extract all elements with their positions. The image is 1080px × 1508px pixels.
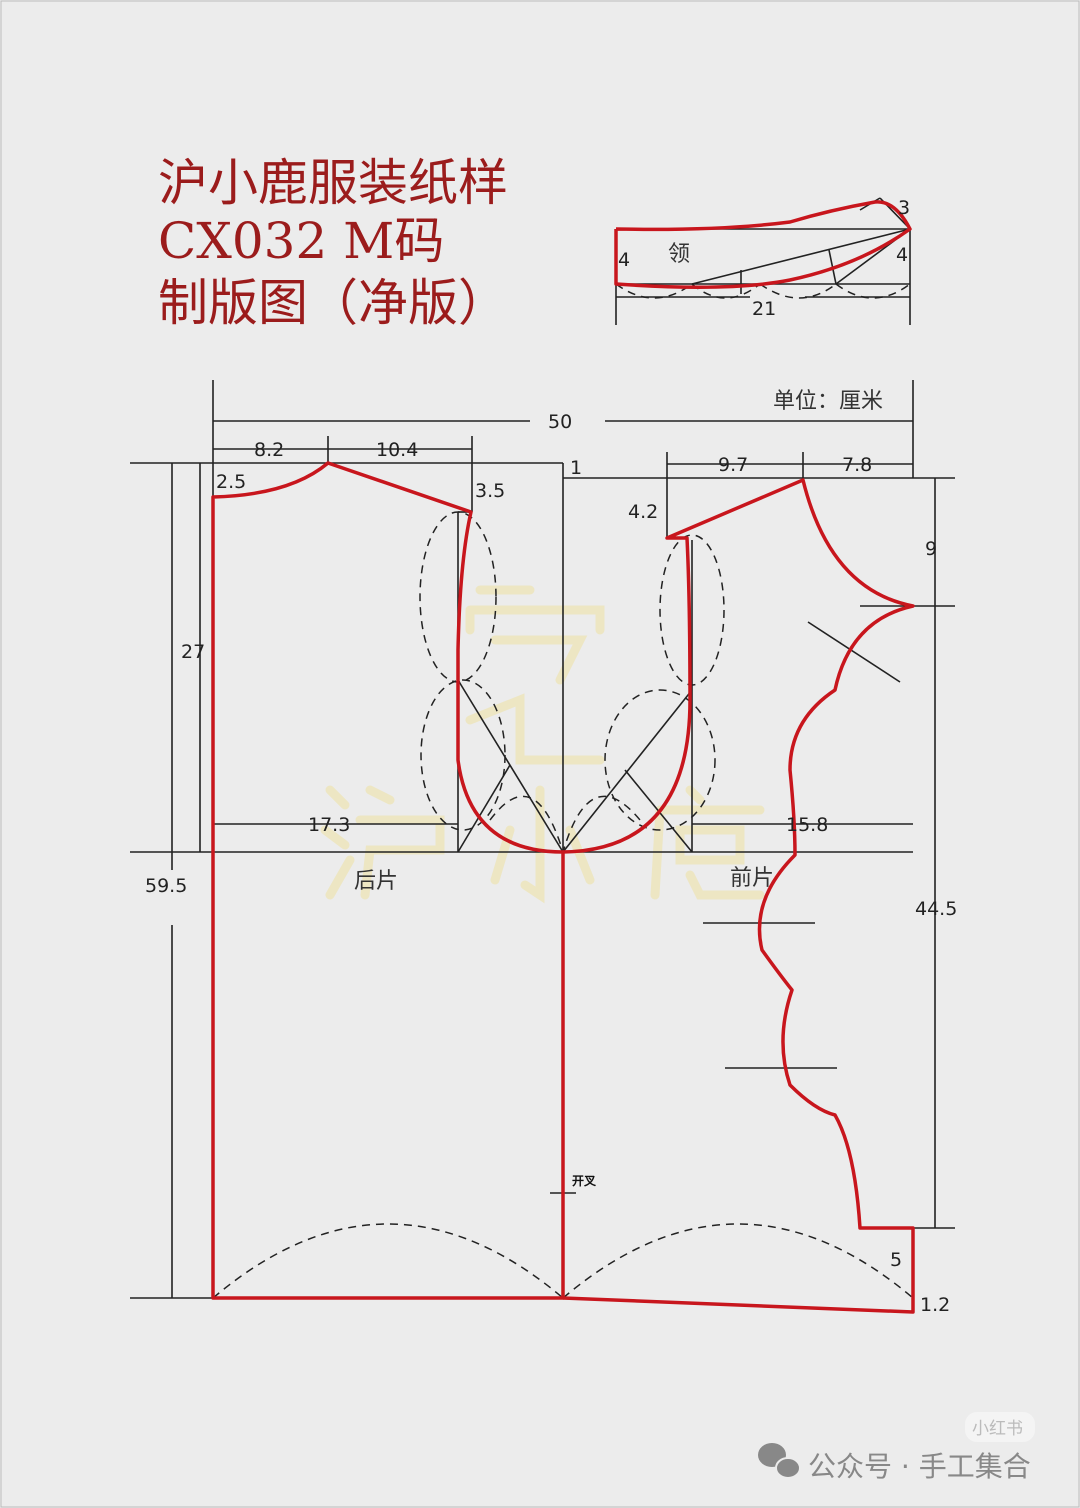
collar-tip: 3 xyxy=(898,197,910,219)
dim-back-shoulder: 10.4 xyxy=(376,439,418,461)
dim-front-neck-drop: 9 xyxy=(925,538,937,560)
dim-total-length: 59.5 xyxy=(145,875,187,897)
collar-piece: 4 领 4 3 21 xyxy=(614,197,912,325)
dim-front-neck-width: 7.8 xyxy=(842,454,872,476)
collar-right-height: 4 xyxy=(896,244,908,266)
front-piece-outline xyxy=(562,478,915,1314)
dim-front-neck-depth: 4.2 xyxy=(628,501,658,523)
dim-front-length: 44.5 xyxy=(915,898,957,920)
dim-back-neck-width: 8.2 xyxy=(254,439,284,461)
badge-text: 小红书 xyxy=(972,1419,1023,1439)
dim-hem-drop: 1.2 xyxy=(920,1294,950,1316)
wechat-icon xyxy=(758,1443,801,1479)
dim-back-shoulder-drop: 3.5 xyxy=(475,480,505,502)
dim-armhole-depth: 27 xyxy=(181,641,205,663)
dim-total-width: 50 xyxy=(548,411,572,433)
dim-back-neck-depth: 2.5 xyxy=(216,471,246,493)
slit-label: 开叉 xyxy=(572,1174,597,1188)
dim-center-gap: 1 xyxy=(570,457,582,479)
account-label: 公众号 · 手工集合 xyxy=(808,1450,1031,1483)
title-line1: 沪小鹿服装纸样 xyxy=(158,154,508,212)
dim-hem-curve: 5 xyxy=(890,1249,902,1271)
collar-label: 领 xyxy=(668,242,690,267)
dim-front-shoulder: 9.7 xyxy=(718,454,748,476)
collar-length: 21 xyxy=(752,298,776,320)
footer-watermark: 小红书 公众号 · 手工集合 xyxy=(758,1412,1035,1483)
dim-front-bust: 15.8 xyxy=(786,814,828,836)
collar-left-height: 4 xyxy=(618,249,630,271)
title-line2: CX032 M码 xyxy=(158,212,444,270)
back-piece-label: 后片 xyxy=(354,869,398,894)
dim-back-bust: 17.3 xyxy=(308,814,350,836)
back-piece-outline xyxy=(211,461,565,1300)
dimension-labels: 50 8.2 10.4 2.5 3.5 1 4.2 9.7 7.8 9 27 1… xyxy=(145,411,957,1316)
front-piece-label: 前片 xyxy=(730,866,774,891)
unit-label: 单位：厘米 xyxy=(773,389,883,414)
title-line3: 制版图（净版） xyxy=(158,274,508,332)
